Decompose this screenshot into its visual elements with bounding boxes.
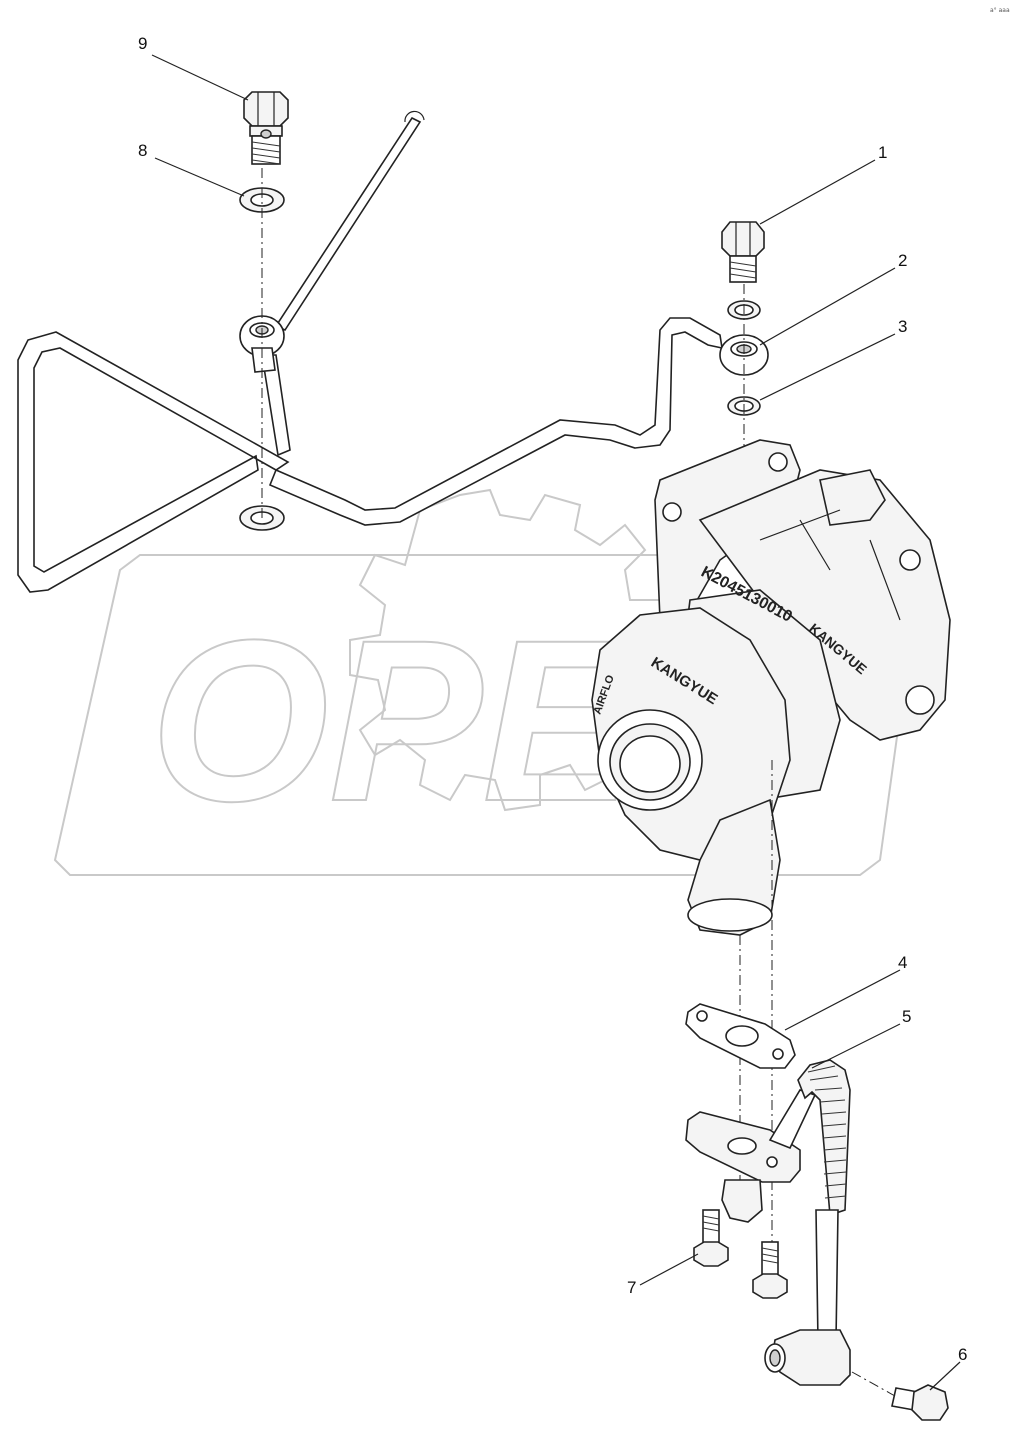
callout-6: 6 xyxy=(958,1345,967,1364)
part-4-drain-gasket xyxy=(685,1003,796,1069)
callout-4: 4 xyxy=(898,953,907,972)
corner-mark: a° aaa xyxy=(990,7,1010,14)
callout-3: 3 xyxy=(898,317,907,336)
part-turbocharger: K2045130010 KANGYUE KANGYUE AIRFLO xyxy=(591,439,951,936)
part-1-banjo-bolt xyxy=(721,221,765,283)
part-6-elbow-bolt xyxy=(891,1384,949,1421)
oil-feed-pipe xyxy=(17,110,723,593)
part-9-banjo-bolt xyxy=(243,91,289,165)
callout-leaders xyxy=(151,54,961,1391)
part-8-sealing-washer xyxy=(239,187,285,213)
callout-2: 2 xyxy=(898,251,907,270)
callout-8: 8 xyxy=(138,141,147,160)
callout-7: 7 xyxy=(627,1278,636,1297)
part-5-oil-drain-pipe xyxy=(685,1059,851,1386)
callout-9: 9 xyxy=(138,34,147,53)
assembly-axis-bolt-6 xyxy=(851,1371,896,1397)
part-7-flange-bolt-right xyxy=(752,1241,788,1299)
part-7-flange-bolt-left xyxy=(693,1209,729,1267)
callout-1: 1 xyxy=(878,143,887,162)
callout-numbers: 9 8 1 2 3 4 5 6 7 xyxy=(138,34,967,1364)
callout-5: 5 xyxy=(902,1007,911,1026)
